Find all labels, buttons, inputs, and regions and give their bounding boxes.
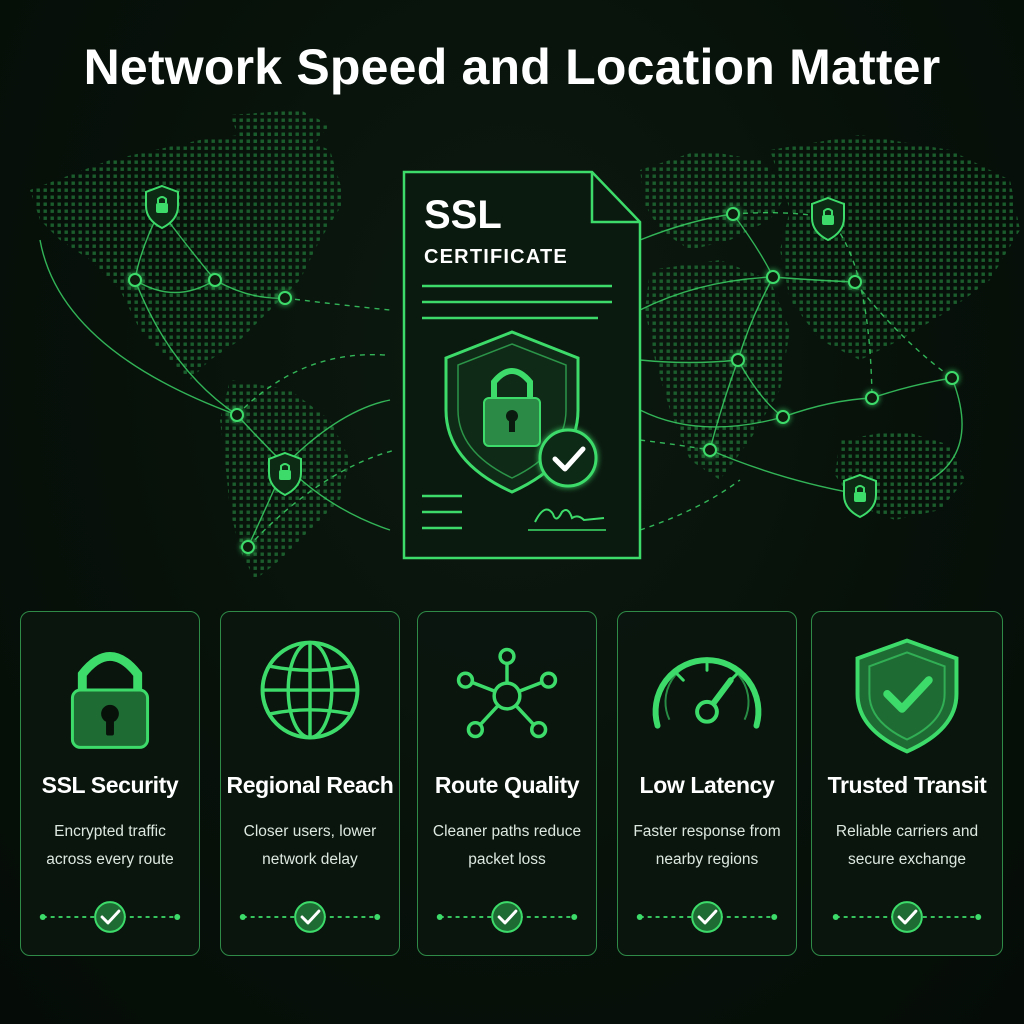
card-title: Low Latency — [639, 772, 775, 798]
feature-cards: SSL Security Encrypted traffic across ev… — [20, 611, 1004, 958]
feature-card-regional-reach: Regional Reach Closer users, lower netwo… — [220, 611, 400, 956]
status-check-connector — [636, 901, 778, 933]
card-title: Regional Reach — [226, 772, 394, 798]
card-title: SSL Security — [41, 772, 179, 798]
feature-card-route-quality: Route Quality Cleaner paths reduce packe… — [417, 611, 597, 956]
route-node — [703, 443, 717, 457]
status-check-connector — [39, 901, 181, 933]
check-circle-icon — [891, 901, 923, 933]
feature-card-trusted-transit: Trusted Transit Reliable carriers and se… — [811, 611, 1003, 956]
check-circle-icon — [491, 901, 523, 933]
padlock-icon — [70, 652, 150, 749]
status-check-connector — [436, 901, 578, 933]
status-check-connector — [239, 901, 381, 933]
shield-lock-icon — [843, 473, 877, 519]
route-node — [230, 408, 244, 422]
certificate-subheading: CERTIFICATE — [424, 246, 568, 268]
continent-africa — [645, 260, 790, 480]
continent-asia — [770, 135, 1020, 360]
shield-lock-icon — [268, 451, 302, 497]
route-node — [848, 275, 862, 289]
card-description: Cleaner paths reduce packet loss — [432, 823, 582, 868]
route-nodes — [128, 207, 959, 554]
network-nodes-icon — [456, 647, 558, 739]
feature-card-low-latency: Low Latency Faster response from nearby … — [617, 611, 797, 956]
status-check-connector — [832, 901, 982, 933]
route-node — [945, 371, 959, 385]
shield-lock-icon — [145, 184, 179, 230]
route-node — [731, 353, 745, 367]
route-node — [766, 270, 780, 284]
route-node — [128, 273, 142, 287]
route-node — [208, 273, 222, 287]
route-lines — [39, 209, 963, 548]
ssl-certificate-document: SSL CERTIFICATE — [402, 170, 642, 560]
route-node — [776, 410, 790, 424]
continent-greenland — [230, 110, 330, 155]
route-node — [726, 207, 740, 221]
route-node — [865, 391, 879, 405]
check-circle-icon — [94, 901, 126, 933]
card-description: Encrypted traffic across every route — [46, 823, 174, 868]
card-title: Trusted Transit — [827, 772, 987, 798]
card-description: Faster response from nearby regions — [633, 823, 781, 868]
globe-icon — [260, 640, 360, 740]
route-node — [278, 291, 292, 305]
check-circle-icon — [294, 901, 326, 933]
network-map-diagram: SSL CERTIFICATE — [30, 110, 1020, 580]
check-circle-icon — [691, 901, 723, 933]
card-title: Route Quality — [434, 772, 580, 798]
signature-icon — [534, 508, 605, 523]
shield-lock-icon — [811, 196, 845, 242]
continent-europe — [640, 150, 790, 250]
certificate-heading: SSL — [424, 193, 502, 237]
check-badge-icon — [538, 428, 598, 488]
card-description: Closer users, lower network delay — [243, 823, 377, 868]
route-node — [241, 540, 255, 554]
card-description: Reliable carriers and secure exchange — [835, 823, 979, 868]
continent-north-america — [30, 130, 345, 380]
shield-check-icon — [855, 638, 959, 754]
feature-card-ssl-security: SSL Security Encrypted traffic across ev… — [20, 611, 200, 956]
speedometer-icon — [652, 657, 762, 729]
page-title: Network Speed and Location Matter — [83, 39, 941, 95]
